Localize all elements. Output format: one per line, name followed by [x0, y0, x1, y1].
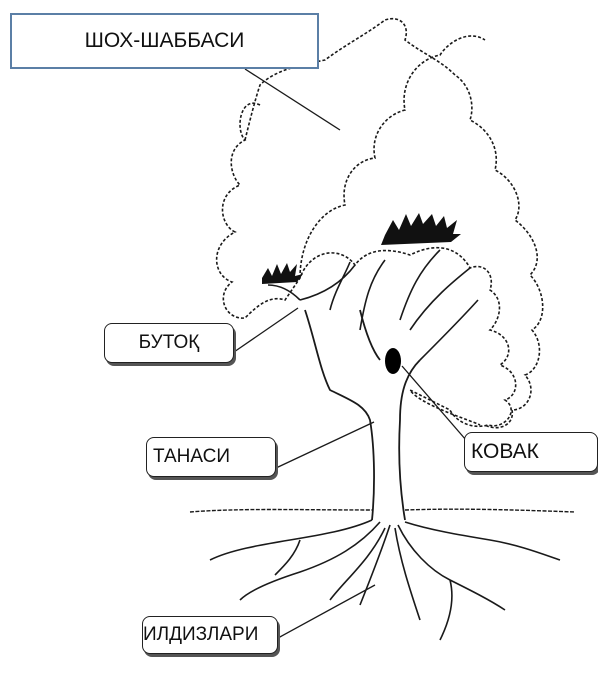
leader-trunk [275, 421, 375, 469]
roots [209, 519, 561, 641]
foliage-clump-left [262, 263, 303, 284]
roots-label: ИЛДИЗЛАРИ [142, 616, 278, 654]
hollow-label: КОВАК [464, 432, 598, 472]
branches [267, 249, 479, 361]
trunk-label: ТАНАСИ [146, 437, 276, 477]
branch-label: БУТОҚ [104, 323, 234, 363]
leader-roots [277, 584, 376, 639]
ground-line [189, 508, 576, 513]
trunk [304, 309, 421, 521]
leader-crown [244, 68, 341, 131]
hollow [385, 348, 401, 374]
leader-hollow [401, 365, 467, 441]
foliage-clump-right [381, 213, 461, 245]
crown-label: ШОХ-ШАББАСИ [10, 13, 319, 69]
leader-branch [233, 307, 299, 353]
crown-outline [215, 18, 544, 429]
